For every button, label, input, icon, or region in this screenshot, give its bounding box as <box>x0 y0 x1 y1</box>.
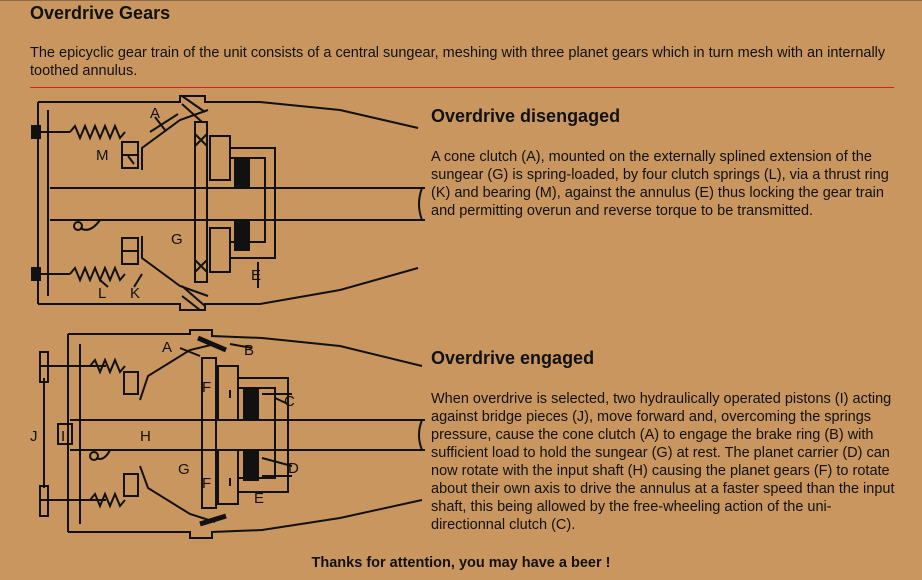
text-engaged: When overdrive is selected, two hydrauli… <box>431 391 895 533</box>
label-d: D <box>288 460 299 477</box>
label-e: E <box>251 267 261 284</box>
heading-disengaged: Overdrive disengaged <box>431 106 621 126</box>
text-disengaged: A cone clutch (A), mounted on the extern… <box>431 149 889 219</box>
thanks-note: Thanks for attention, you may have a bee… <box>311 555 611 571</box>
diagram-engaged: A B C D E F F G H I J <box>30 328 425 550</box>
label-i: I <box>61 428 65 445</box>
label-b: B <box>244 342 254 359</box>
label-f-upper: F <box>202 379 211 396</box>
label-a: A <box>150 105 160 122</box>
page-title: Overdrive Gears <box>30 3 171 23</box>
diagram-disengaged: A M G E L K <box>30 92 425 314</box>
label-g: G <box>171 231 183 248</box>
label-g: G <box>178 461 190 478</box>
divider <box>30 87 894 88</box>
label-e: E <box>254 490 264 507</box>
intro-text: The epicyclic gear train of the unit con… <box>30 45 886 79</box>
label-c: C <box>284 393 295 410</box>
label-j: J <box>30 428 38 445</box>
label-h: H <box>140 428 151 445</box>
label-k: K <box>130 285 140 302</box>
top-border <box>0 0 922 1</box>
label-a: A <box>162 339 172 356</box>
label-l: L <box>98 285 106 302</box>
label-f-lower: F <box>202 475 211 492</box>
heading-engaged: Overdrive engaged <box>431 348 595 368</box>
label-m: M <box>96 147 109 164</box>
